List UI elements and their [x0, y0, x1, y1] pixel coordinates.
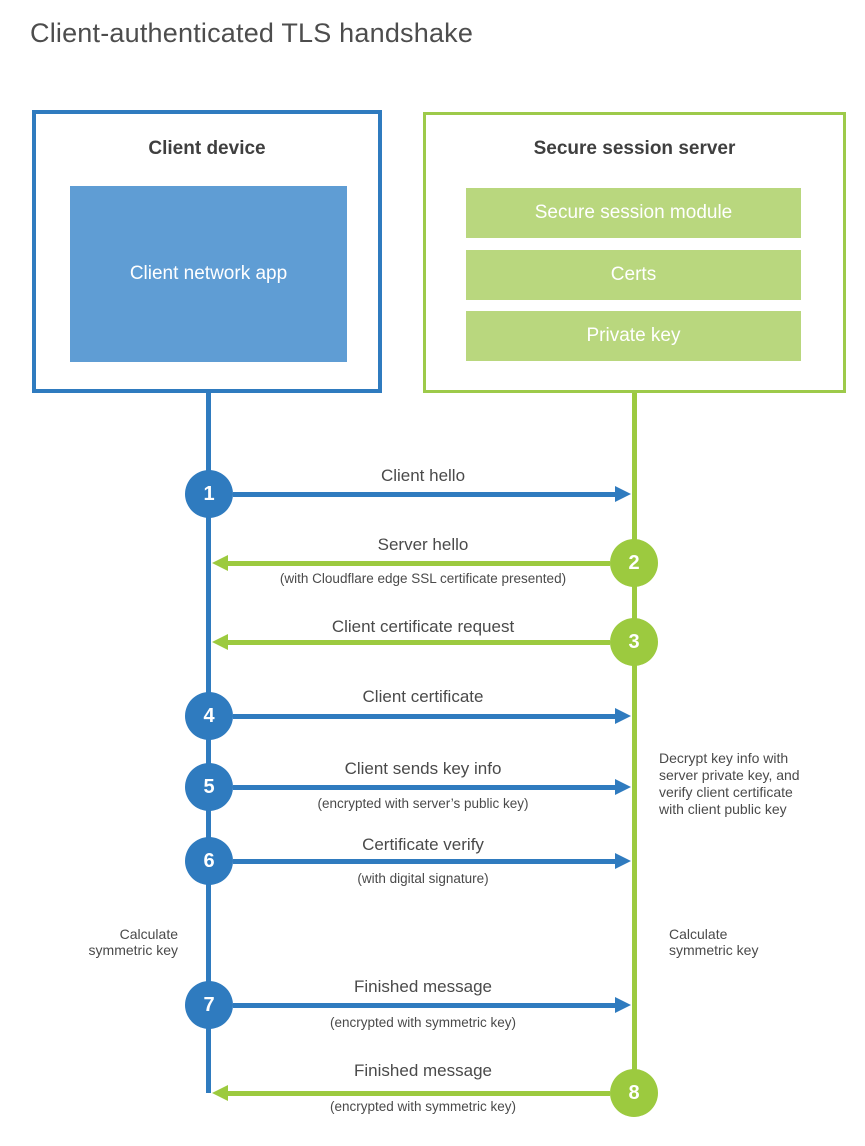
- step-8-arrowhead-left-icon: [212, 1085, 228, 1101]
- step-3-arrow-shaft: [228, 640, 610, 645]
- step-1-badge: 1: [185, 470, 233, 518]
- server-lifeline: [632, 393, 637, 1095]
- client-network-app-label: Client network app: [129, 263, 288, 285]
- step-4-arrow-shaft: [233, 714, 615, 719]
- step-5-arrowhead-right-icon: [615, 779, 631, 795]
- step-1-label: Client hello: [380, 466, 466, 485]
- step-6-badge: 6: [185, 837, 233, 885]
- step-5-arrow-shaft: [233, 785, 615, 790]
- step-6-label: Certificate verify: [362, 835, 484, 854]
- step-4-arrowhead-right-icon: [615, 708, 631, 724]
- step-8-label: Finished message: [354, 1061, 492, 1080]
- client-network-app-box: Client network app: [70, 186, 347, 362]
- client-calculate-note: Calculate symmetric key: [88, 926, 178, 958]
- step-7-arrow-shaft: [233, 1003, 615, 1008]
- step-4-badge: 4: [185, 692, 233, 740]
- step-8-arrow-shaft: [228, 1091, 610, 1096]
- client-device-title: Client device: [148, 138, 266, 159]
- server-module-certs: Certs: [466, 250, 801, 300]
- step-2-badge: 2: [610, 539, 658, 587]
- server-decrypt-note: Decrypt key info with server private key…: [659, 750, 800, 817]
- step-8-sublabel: (encrypted with symmetric key): [329, 1099, 517, 1114]
- server-module-secure-session-module: Secure session module: [466, 188, 801, 238]
- step-6-sublabel: (with digital signature): [357, 871, 489, 886]
- step-7-arrowhead-right-icon: [615, 997, 631, 1013]
- step-3-label: Client certificate request: [331, 617, 515, 636]
- step-2-sublabel: (with Cloudflare edge SSL certificate pr…: [279, 571, 567, 586]
- server-module-private-key: Private key: [466, 311, 801, 361]
- step-1-arrowhead-right-icon: [615, 486, 631, 502]
- step-8-badge: 8: [610, 1069, 658, 1117]
- step-5-label: Client sends key info: [344, 759, 502, 778]
- step-6-arrowhead-right-icon: [615, 853, 631, 869]
- step-7-sublabel: (encrypted with symmetric key): [329, 1015, 517, 1030]
- step-4-label: Client certificate: [362, 687, 484, 706]
- secure-session-server-title: Secure session server: [533, 138, 736, 159]
- step-5-badge: 5: [185, 763, 233, 811]
- step-5-sublabel: (encrypted with server’s public key): [317, 796, 529, 811]
- step-7-label: Finished message: [354, 977, 492, 996]
- step-3-badge: 3: [610, 618, 658, 666]
- step-2-arrowhead-left-icon: [212, 555, 228, 571]
- step-2-arrow-shaft: [228, 561, 610, 566]
- page-title: Client-authenticated TLS handshake: [30, 18, 474, 48]
- step-3-arrowhead-left-icon: [212, 634, 228, 650]
- step-2-label: Server hello: [377, 535, 469, 554]
- step-7-badge: 7: [185, 981, 233, 1029]
- step-1-arrow-shaft: [233, 492, 615, 497]
- step-6-arrow-shaft: [233, 859, 615, 864]
- server-calculate-note: Calculate symmetric key: [669, 926, 759, 958]
- client-lifeline: [206, 393, 211, 1093]
